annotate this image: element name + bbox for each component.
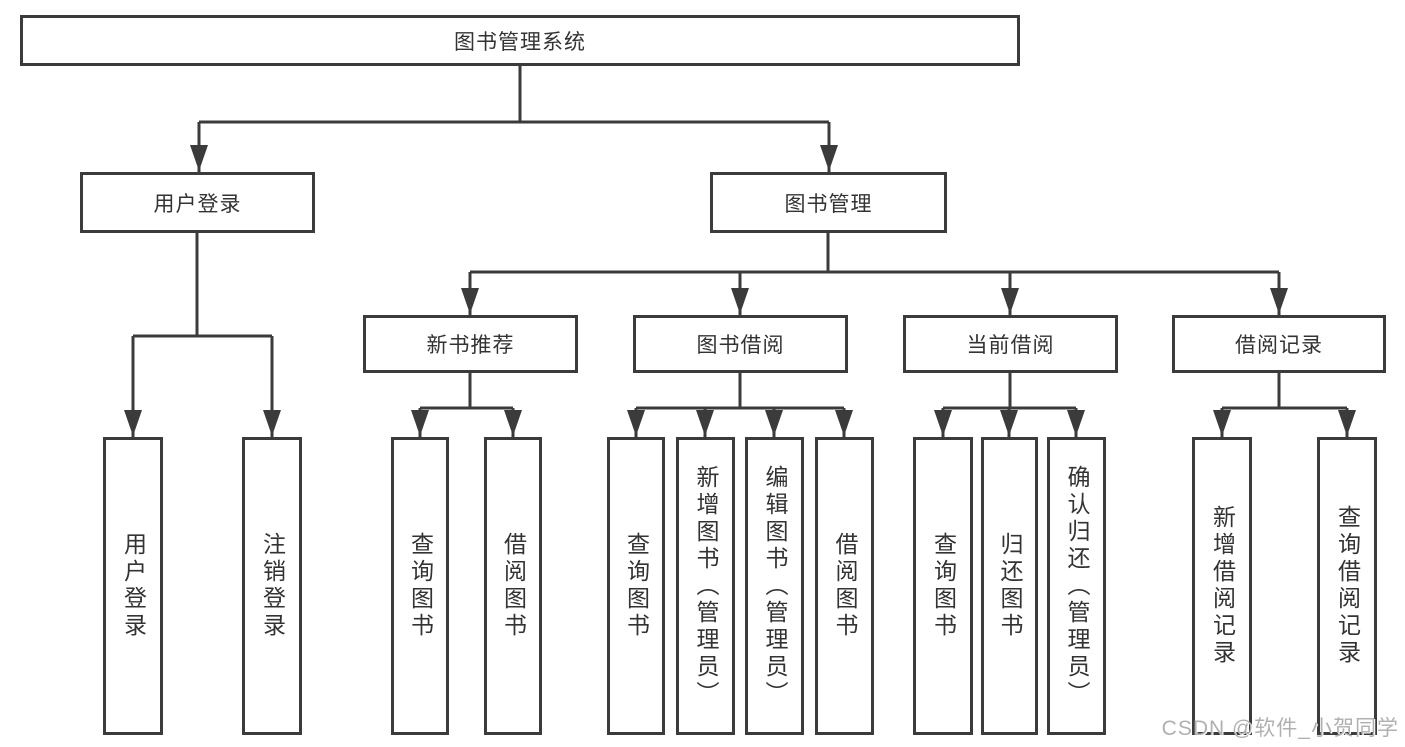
node-borrowing-records: 借阅记录 — [1172, 315, 1386, 373]
node-user-login: 用户登录 — [80, 172, 315, 233]
node-leaf-logout: 注销登录 — [242, 437, 302, 735]
arrowhead-icon — [1001, 288, 1019, 314]
arrowhead-icon — [1213, 410, 1231, 436]
connector-line — [197, 66, 831, 172]
arrowhead-icon — [1270, 288, 1288, 314]
arrowhead-icon — [696, 410, 714, 436]
node-current-borrowing: 当前借阅 — [903, 315, 1118, 373]
node-leaf-query-books-1: 查询图书 — [391, 437, 449, 735]
arrowhead-icon — [1067, 410, 1085, 436]
arrowhead-icon — [731, 288, 749, 314]
arrowhead-icon — [411, 410, 429, 436]
arrowhead-icon — [190, 145, 208, 171]
connector-line — [634, 373, 846, 437]
arrowhead-icon — [934, 410, 952, 436]
node-leaf-add-borrow-record: 新增借阅记录 — [1192, 437, 1252, 735]
node-leaf-return-book: 归还图书 — [981, 437, 1038, 735]
node-leaf-confirm-return: 确认归还（管理员） — [1047, 437, 1106, 735]
node-leaf-edit-book: 编辑图书（管理员） — [745, 437, 804, 735]
node-leaf-query-books-2: 查询图书 — [607, 437, 665, 735]
node-new-book-recommend: 新书推荐 — [363, 315, 578, 373]
node-leaf-add-book: 新增图书（管理员） — [676, 437, 735, 735]
arrowhead-icon — [1338, 410, 1356, 436]
arrowhead-icon — [263, 410, 281, 436]
node-leaf-query-books-3: 查询图书 — [913, 437, 973, 735]
connector-line — [131, 233, 274, 437]
connector-line — [468, 233, 1281, 315]
arrowhead-icon — [765, 410, 783, 436]
connector-line — [418, 373, 515, 437]
node-leaf-user-login: 用户登录 — [103, 437, 163, 735]
arrowhead-icon — [1000, 410, 1018, 436]
node-book-management: 图书管理 — [710, 172, 947, 233]
watermark-text: CSDN @软件_小贺同学 — [1161, 717, 1399, 740]
arrowhead-icon — [461, 288, 479, 314]
node-book-borrowing: 图书借阅 — [633, 315, 848, 373]
node-leaf-borrow-books-2: 借阅图书 — [815, 437, 874, 735]
node-leaf-query-borrow-record: 查询借阅记录 — [1317, 437, 1377, 735]
node-leaf-borrow-books-1: 借阅图书 — [484, 437, 542, 735]
arrowhead-icon — [627, 410, 645, 436]
arrowhead-icon — [504, 410, 522, 436]
arrowhead-icon — [124, 410, 142, 436]
arrowhead-icon — [820, 145, 838, 171]
node-root: 图书管理系统 — [20, 15, 1020, 66]
arrowhead-icon — [835, 410, 853, 436]
connector-line — [1220, 373, 1349, 437]
